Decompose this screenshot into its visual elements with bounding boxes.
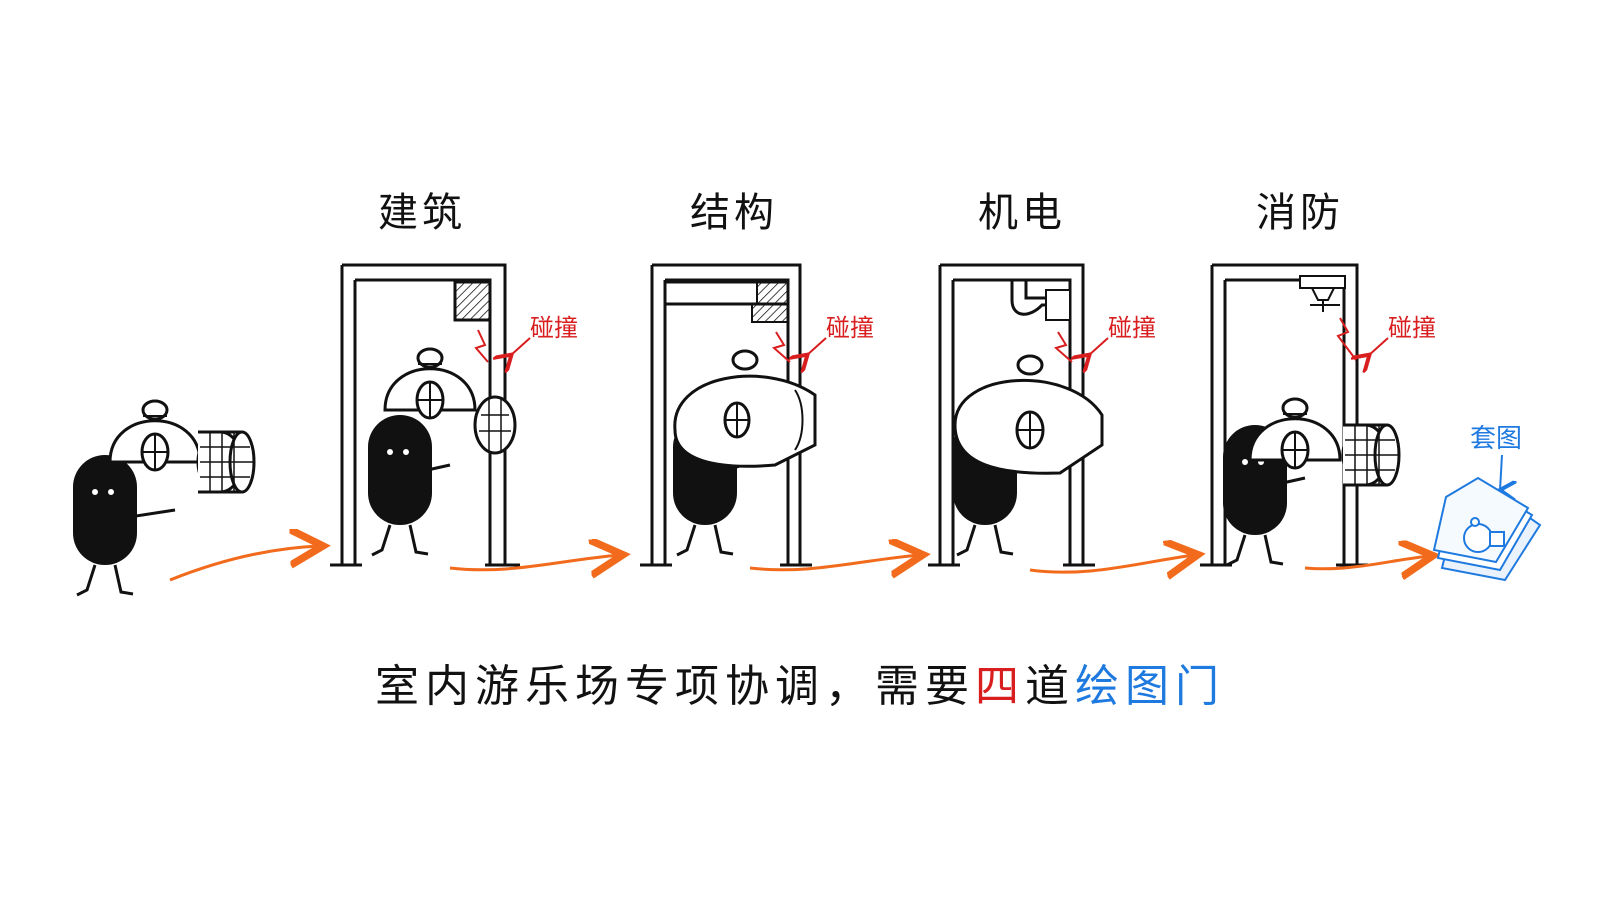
arrow-1 xyxy=(169,546,320,582)
collision-label-mep: 碰撞 xyxy=(1108,314,1156,342)
arrow-4 xyxy=(1029,555,1195,572)
door-structure xyxy=(640,263,827,567)
drawing-set-icon xyxy=(1432,476,1542,582)
caption-mid: 道 xyxy=(1025,661,1075,712)
arrow-5 xyxy=(1304,556,1430,569)
result-arrow xyxy=(1500,454,1502,490)
result-label: 套图 xyxy=(1470,424,1523,454)
character-start xyxy=(71,453,176,597)
arrow-3 xyxy=(749,555,920,570)
caption: 室内游乐场专项协调，需要四道绘图门 xyxy=(0,650,1600,714)
door-fire xyxy=(1200,263,1401,567)
stage-title-structure: 结构 xyxy=(690,190,778,236)
caption-highlight-red: 四 xyxy=(975,661,1025,712)
stage-title-fire: 消防 xyxy=(1256,190,1344,236)
collision-label-structure: 碰撞 xyxy=(826,314,874,342)
collision-label-architecture: 碰撞 xyxy=(530,314,578,342)
model-start xyxy=(108,399,256,494)
caption-prefix: 室内游乐场专项协调，需要 xyxy=(375,661,975,712)
door-architecture xyxy=(330,263,531,567)
stage-title-mep: 机电 xyxy=(978,190,1066,236)
door-mep xyxy=(928,263,1109,567)
arrow-2 xyxy=(449,555,620,570)
stage-title-architecture: 建筑 xyxy=(378,190,466,236)
caption-highlight-blue: 绘图门 xyxy=(1075,661,1225,712)
collision-label-fire: 碰撞 xyxy=(1388,314,1436,342)
